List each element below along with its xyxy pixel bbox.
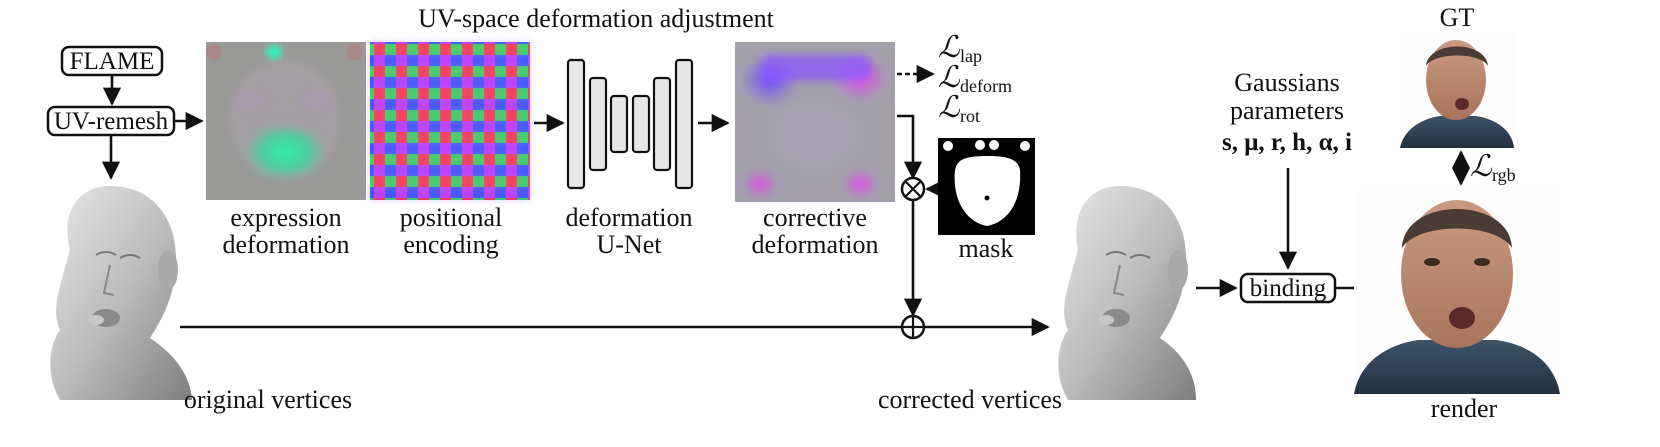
gt-photo — [1400, 32, 1514, 148]
original-vertices-caption: original vertices — [184, 385, 352, 414]
expression-caption-2: deformation — [222, 230, 349, 259]
unet-caption-2: U-Net — [597, 230, 663, 259]
svg-text:ℒ: ℒ — [938, 61, 961, 94]
add-operator — [900, 314, 926, 340]
original-head-mesh — [50, 185, 192, 400]
mask-caption: mask — [959, 234, 1014, 263]
svg-text:ℒ: ℒ — [938, 31, 961, 64]
loss-rgb: ℒ rgb — [1470, 150, 1516, 185]
corrective-deformation-map — [735, 42, 895, 202]
svg-text:ℒ: ℒ — [1470, 150, 1493, 183]
binding-label: binding — [1250, 275, 1327, 302]
title: UV-space deformation adjustment — [418, 4, 774, 33]
svg-text:lap: lap — [960, 46, 982, 66]
render-caption: render — [1431, 394, 1498, 423]
binding-box: binding — [1239, 272, 1337, 304]
gaussians-caption-2: parameters — [1230, 96, 1344, 125]
mask-image — [938, 138, 1035, 235]
gaussians-caption-1: Gaussians — [1234, 68, 1339, 97]
render-photo — [1354, 190, 1560, 394]
corrective-caption-1: corrective — [763, 203, 867, 232]
loss-rot: ℒ rot — [938, 91, 980, 126]
corrected-head-mesh — [1058, 185, 1196, 400]
svg-text:deform: deform — [960, 76, 1012, 96]
loss-lap: ℒ lap — [938, 31, 982, 66]
positional-caption-1: positional — [400, 203, 503, 232]
svg-text:rgb: rgb — [1492, 165, 1516, 185]
corrective-to-multiply-line — [897, 114, 923, 180]
unet-caption-1: deformation — [565, 203, 692, 232]
svg-text:rot: rot — [960, 106, 980, 126]
loss-deform: ℒ deform — [938, 61, 1012, 96]
corrected-vertices-caption: corrected vertices — [878, 385, 1062, 414]
positional-caption-2: encoding — [403, 230, 498, 259]
positional-encoding-map — [370, 42, 530, 200]
expression-deformation-map — [206, 42, 366, 200]
flame-label: FLAME — [70, 48, 155, 75]
uv-remesh-box: UV-remesh — [46, 105, 176, 137]
svg-text:ℒ: ℒ — [938, 91, 961, 124]
gt-caption: GT — [1440, 3, 1475, 32]
multiply-operator — [900, 176, 926, 202]
gaussians-params: s, μ, r, h, α, i — [1222, 129, 1352, 156]
flame-box: FLAME — [60, 45, 164, 77]
unet-diagram — [566, 58, 694, 190]
expression-caption-1: expression — [230, 203, 341, 232]
corrective-caption-2: deformation — [751, 230, 878, 259]
uv-remesh-label: UV-remesh — [54, 108, 169, 135]
